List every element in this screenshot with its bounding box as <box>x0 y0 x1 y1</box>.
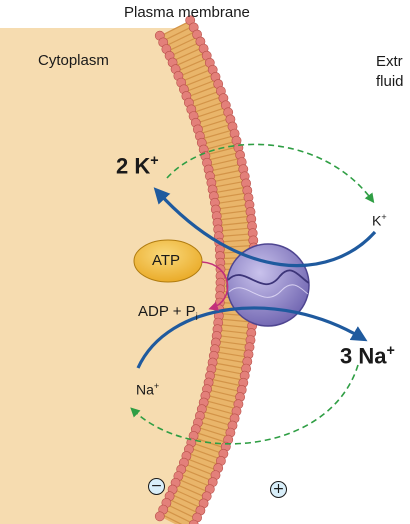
sodium-small-label: Na+ <box>136 381 159 398</box>
extracellular-fluid-label: Extr fluid <box>376 52 404 92</box>
extracellular-label-line2: fluid <box>376 73 404 90</box>
potassium-small-symbol: K <box>372 212 382 229</box>
extracellular-label-line1: Extr <box>376 53 403 70</box>
adp-subscript: i <box>195 312 198 323</box>
atp-label: ATP <box>152 252 181 269</box>
plasma-membrane-label: Plasma membrane <box>124 4 250 21</box>
potassium-large-count: 2 K <box>116 153 151 179</box>
potassium-small-label: K+ <box>372 212 387 229</box>
cytoplasm-label: Cytoplasm <box>38 52 109 69</box>
positive-charge-badge: + <box>270 481 287 498</box>
atp-hydrolysis-arrow <box>201 261 229 311</box>
adp-text: ADP + P <box>138 303 196 320</box>
adp-label: ADP + Pi <box>138 303 198 323</box>
phospholipid-head <box>188 519 199 524</box>
sodium-large-count: 3 Na <box>340 343 387 369</box>
atp-molecule <box>133 239 203 283</box>
potassium-large-charge: + <box>150 153 159 169</box>
cytoplasm-region <box>0 28 238 524</box>
sodium-small-symbol: Na <box>136 381 154 398</box>
sodium-large-label: 3 Na+ <box>340 343 395 369</box>
lipid-tails-inner <box>161 21 253 524</box>
sodium-small-charge: + <box>153 381 160 391</box>
sodium-large-charge: + <box>386 343 395 359</box>
negative-charge-badge: − <box>148 478 165 495</box>
k-return-arrow <box>166 143 375 204</box>
na-return-arrow <box>130 364 359 445</box>
potassium-large-label: 2 K+ <box>116 153 159 179</box>
na-efflux-arrow <box>136 306 368 369</box>
phospholipid-head <box>154 511 165 522</box>
k-influx-arrow <box>153 187 377 268</box>
potassium-small-charge: + <box>381 212 387 222</box>
